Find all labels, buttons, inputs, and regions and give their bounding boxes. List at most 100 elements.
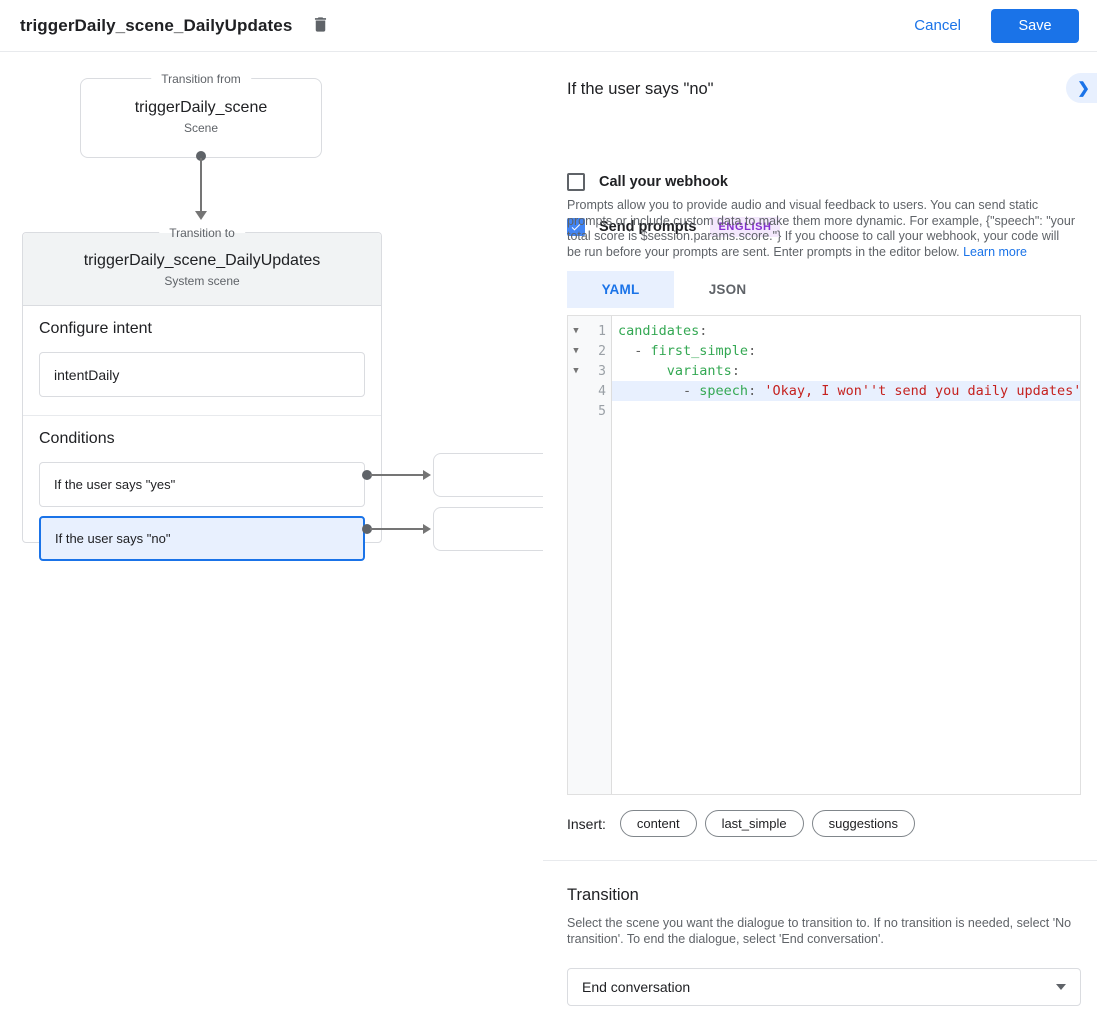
tab-json[interactable]: JSON [708, 282, 747, 297]
send-prompts-label: Send prompts [599, 219, 697, 235]
transition-dropdown-value: End conversation [582, 979, 691, 995]
line-number: 2 [598, 343, 606, 359]
insert-row: Insert: content last_simple suggestions [567, 810, 923, 837]
code-token: : [699, 323, 708, 339]
panel-divider [543, 860, 1097, 861]
line-number: 5 [598, 403, 606, 419]
fold-arrow-icon[interactable]: ▼ [573, 366, 579, 376]
send-prompts-checkbox[interactable] [567, 218, 585, 236]
transition-to-node: Transition to triggerDaily_scene_DailyUp… [22, 226, 382, 561]
transition-from-legend: Transition from [151, 72, 251, 86]
prompts-description: Prompts allow you to provide audio and v… [567, 198, 1075, 260]
code-line: variants: [612, 361, 1080, 381]
gutter-row: 5 [568, 401, 611, 421]
gutter-row: 4 [568, 381, 611, 401]
transition-to-title: triggerDaily_scene_DailyUpdates [83, 252, 321, 269]
transition-from-node[interactable]: Transition from triggerDaily_scene Scene [80, 72, 322, 158]
transition-dropdown[interactable]: End conversation [567, 968, 1081, 1006]
arrow-down-icon [195, 211, 207, 220]
code-line: candidates: [612, 321, 1080, 341]
transition-to-subtitle: System scene [164, 274, 240, 288]
code-token [618, 383, 683, 399]
code-token: - [634, 343, 651, 359]
condition-detail-panel: If the user says "no" ❯ Call your webhoo… [543, 52, 1097, 1016]
prompts-description-text: Prompts allow you to provide audio and v… [567, 198, 1075, 259]
fold-arrow-icon[interactable]: ▼ [573, 346, 579, 356]
code-token [618, 363, 667, 379]
intent-name: intentDaily [54, 366, 120, 383]
connector-line [370, 474, 423, 476]
code-token: first_simple [650, 343, 749, 359]
connector-dot [362, 524, 372, 534]
transition-heading: Transition [567, 886, 639, 904]
code-token: 'Okay, I won''t send you daily updates' [764, 383, 1080, 399]
connector-line [370, 528, 423, 530]
transition-to-legend: Transition to [159, 226, 245, 240]
arrow-right-icon [423, 470, 431, 480]
dropdown-caret-icon [1056, 984, 1066, 990]
condition-item[interactable]: If the user says "yes" [39, 462, 365, 507]
webhook-checkbox[interactable] [567, 173, 585, 191]
editor-code-area[interactable]: candidates: - first_simple: variants: - … [612, 316, 1080, 794]
conditions-label: Conditions [39, 430, 115, 447]
code-token: - [683, 383, 700, 399]
code-token: : [731, 363, 740, 379]
transition-description: Select the scene you want the dialogue t… [567, 916, 1072, 946]
insert-label: Insert: [567, 815, 606, 832]
insert-chip-last_simple[interactable]: last_simple [704, 810, 804, 837]
connector-dot [362, 470, 372, 480]
cancel-button[interactable]: Cancel [904, 9, 971, 42]
transition-from-subtitle: Scene [183, 121, 219, 135]
delete-button[interactable] [308, 14, 332, 38]
code-line [612, 401, 1080, 421]
condition-item[interactable]: If the user says "no" [39, 516, 365, 561]
insert-chips: content last_simple suggestions [619, 810, 923, 837]
code-token: candidates [618, 323, 700, 339]
fold-arrow-icon[interactable]: ▼ [573, 326, 579, 336]
tab-yaml[interactable]: YAML [567, 271, 674, 308]
code-token: variants [666, 363, 732, 379]
app-bar: triggerDaily_scene_DailyUpdates Cancel S… [0, 0, 1097, 52]
connector-line [200, 158, 202, 211]
transition-from-title: triggerDaily_scene [134, 99, 268, 116]
condition-label: If the user says "no" [55, 531, 171, 546]
app-bar-actions: Cancel Save [904, 8, 1079, 43]
page-title: triggerDaily_scene_DailyUpdates [20, 15, 293, 35]
gutter-row: ▼1 [568, 321, 611, 341]
intent-item[interactable]: intentDaily [39, 352, 365, 397]
format-tabs: YAML JSON [567, 271, 781, 308]
gutter-row: ▼3 [568, 361, 611, 381]
flow-canvas: Transition from triggerDaily_scene Scene… [0, 52, 543, 1016]
trash-icon [311, 15, 330, 37]
condition-label: If the user says "yes" [54, 477, 176, 492]
language-badge: ENGLISH [710, 217, 780, 237]
panel-title: If the user says "no" [567, 80, 714, 98]
line-number: 4 [598, 383, 606, 399]
condition-target-node[interactable] [433, 507, 543, 551]
code-token: speech [699, 383, 749, 399]
line-number: 3 [598, 363, 606, 379]
code-line: - first_simple: [612, 341, 1080, 361]
code-line: - speech: 'Okay, I won''t send you daily… [612, 381, 1080, 401]
arrow-right-icon [423, 524, 431, 534]
conditions-list: If the user says "yes" If the user says "… [39, 462, 365, 561]
configure-intent-label: Configure intent [39, 320, 152, 337]
collapse-panel-button[interactable]: ❯ [1066, 73, 1097, 103]
insert-chip-content[interactable]: content [619, 810, 697, 837]
save-button[interactable]: Save [991, 8, 1079, 43]
configure-intent-section: Configure intent intentDaily [23, 306, 381, 415]
conditions-section: Conditions If the user says "yes"If the … [23, 415, 381, 579]
chevron-right-icon: ❯ [1077, 80, 1090, 97]
code-token: : [748, 383, 757, 399]
condition-target-node[interactable] [433, 453, 543, 497]
learn-more-link[interactable]: Learn more [963, 244, 1027, 259]
webhook-row: Call your webhook [567, 173, 728, 191]
transition-to-header[interactable]: triggerDaily_scene_DailyUpdates System s… [23, 233, 381, 306]
webhook-label: Call your webhook [599, 174, 728, 190]
insert-chip-suggestions[interactable]: suggestions [811, 810, 915, 837]
send-prompts-row: Send prompts ENGLISH [567, 217, 780, 237]
gutter-row: ▼2 [568, 341, 611, 361]
